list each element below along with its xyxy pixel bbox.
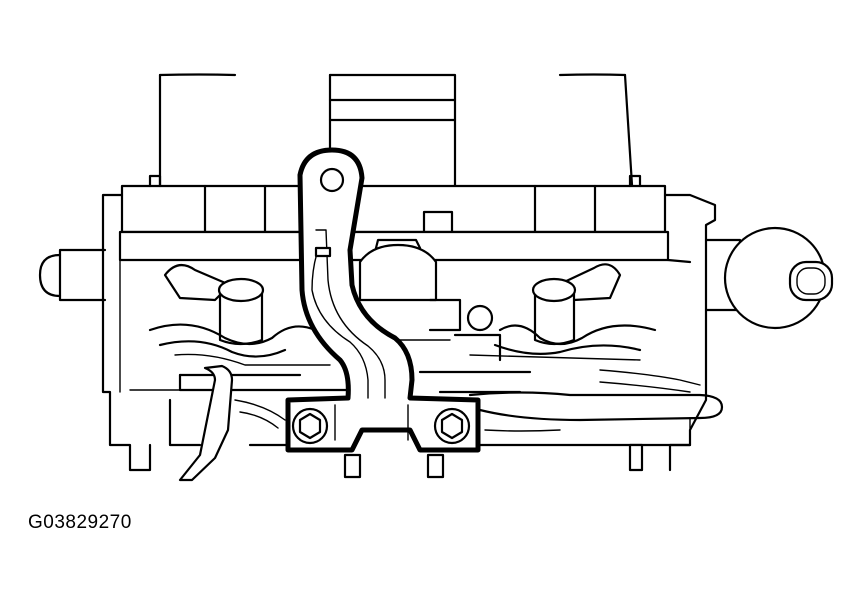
left-bolt [291, 407, 329, 445]
lower-manifold [168, 370, 692, 479]
bracket-rib [314, 246, 332, 258]
right-wing-nut [469, 263, 657, 361]
right-bolt [433, 407, 471, 445]
right-engine-block [663, 193, 834, 472]
figure-code: G03829270 [28, 512, 132, 533]
upper-intake-housing [158, 73, 634, 187]
left-wing-nut [148, 263, 331, 366]
highlighted-bracket [285, 147, 481, 453]
center-valve-body [399, 298, 502, 362]
center-cap [358, 238, 438, 302]
right-hose [468, 369, 724, 433]
left-hose [178, 364, 234, 482]
